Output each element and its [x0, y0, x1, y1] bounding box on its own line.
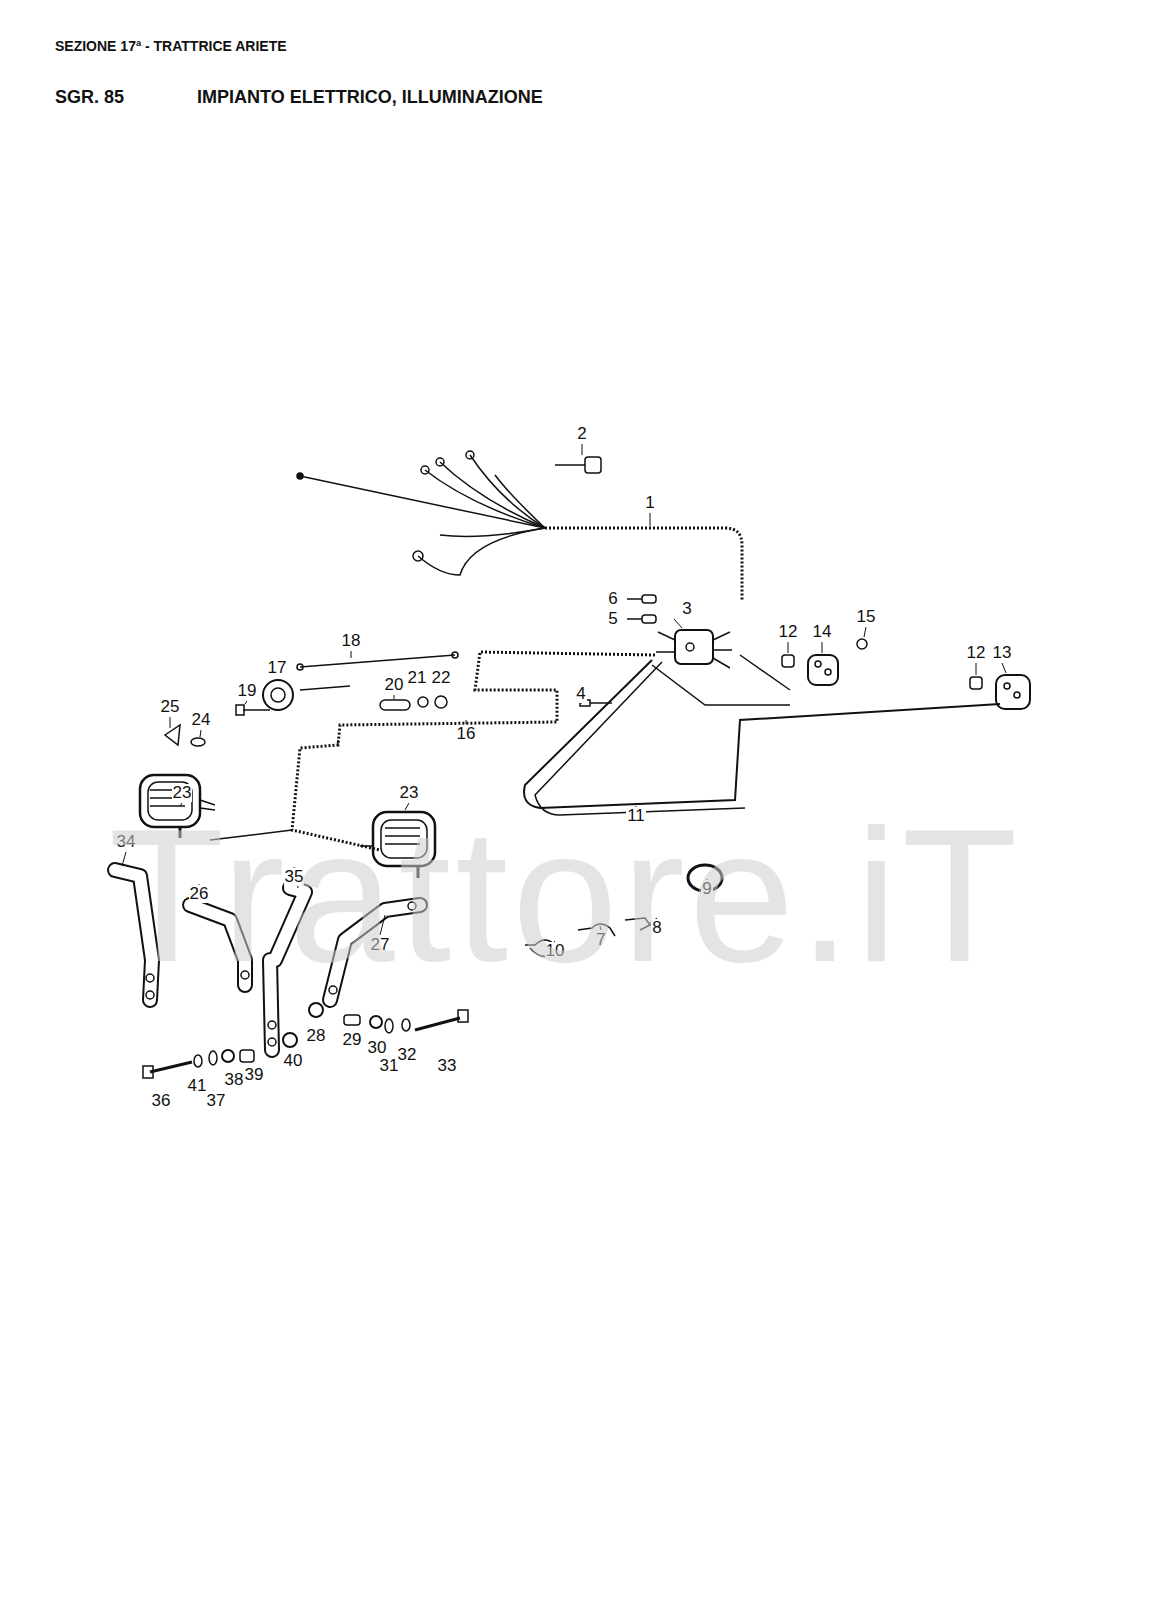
callout-number: 13 [992, 644, 1013, 663]
callout-number: 37 [206, 1092, 227, 1111]
callout-number: 22 [431, 669, 452, 688]
callout-number: 40 [283, 1052, 304, 1071]
callout-number: 18 [341, 632, 362, 651]
callout-number: 38 [224, 1071, 245, 1090]
callout-number: 39 [244, 1066, 265, 1085]
callout-number: 17 [267, 659, 288, 678]
callout-number: 4 [575, 685, 586, 704]
callout-number: 16 [456, 725, 477, 744]
callout-number: 12 [778, 623, 799, 642]
callout-number: 41 [187, 1077, 208, 1096]
callout-number: 1 [644, 494, 655, 513]
callout-number: 14 [812, 623, 833, 642]
callout-number: 20 [384, 676, 405, 695]
callout-number: 24 [191, 711, 212, 730]
callout-number: 29 [342, 1031, 363, 1050]
callout-number: 5 [607, 610, 618, 629]
page-title: IMPIANTO ELETTRICO, ILLUMINAZIONE [197, 88, 543, 108]
callout-number: 36 [151, 1092, 172, 1111]
callout-number: 6 [607, 590, 618, 609]
callout-number: 3 [681, 600, 692, 619]
callout-number: 15 [856, 608, 877, 627]
callout-number: 2 [576, 425, 587, 444]
callout-number: 28 [306, 1027, 327, 1046]
callout-number: 12 [966, 644, 987, 663]
callout-number: 32 [397, 1046, 418, 1065]
callout-number: 30 [367, 1039, 388, 1058]
watermark: Trattore.iT [108, 791, 1021, 1000]
callout-number: 33 [437, 1057, 458, 1076]
callout-number: 19 [237, 682, 258, 701]
callout-number: 21 [407, 669, 428, 688]
subgroup-heading: SGR. 85 [55, 88, 124, 108]
callout-number: 25 [160, 698, 181, 717]
section-heading: SEZIONE 17ª - TRATTRICE ARIETE [55, 39, 287, 54]
